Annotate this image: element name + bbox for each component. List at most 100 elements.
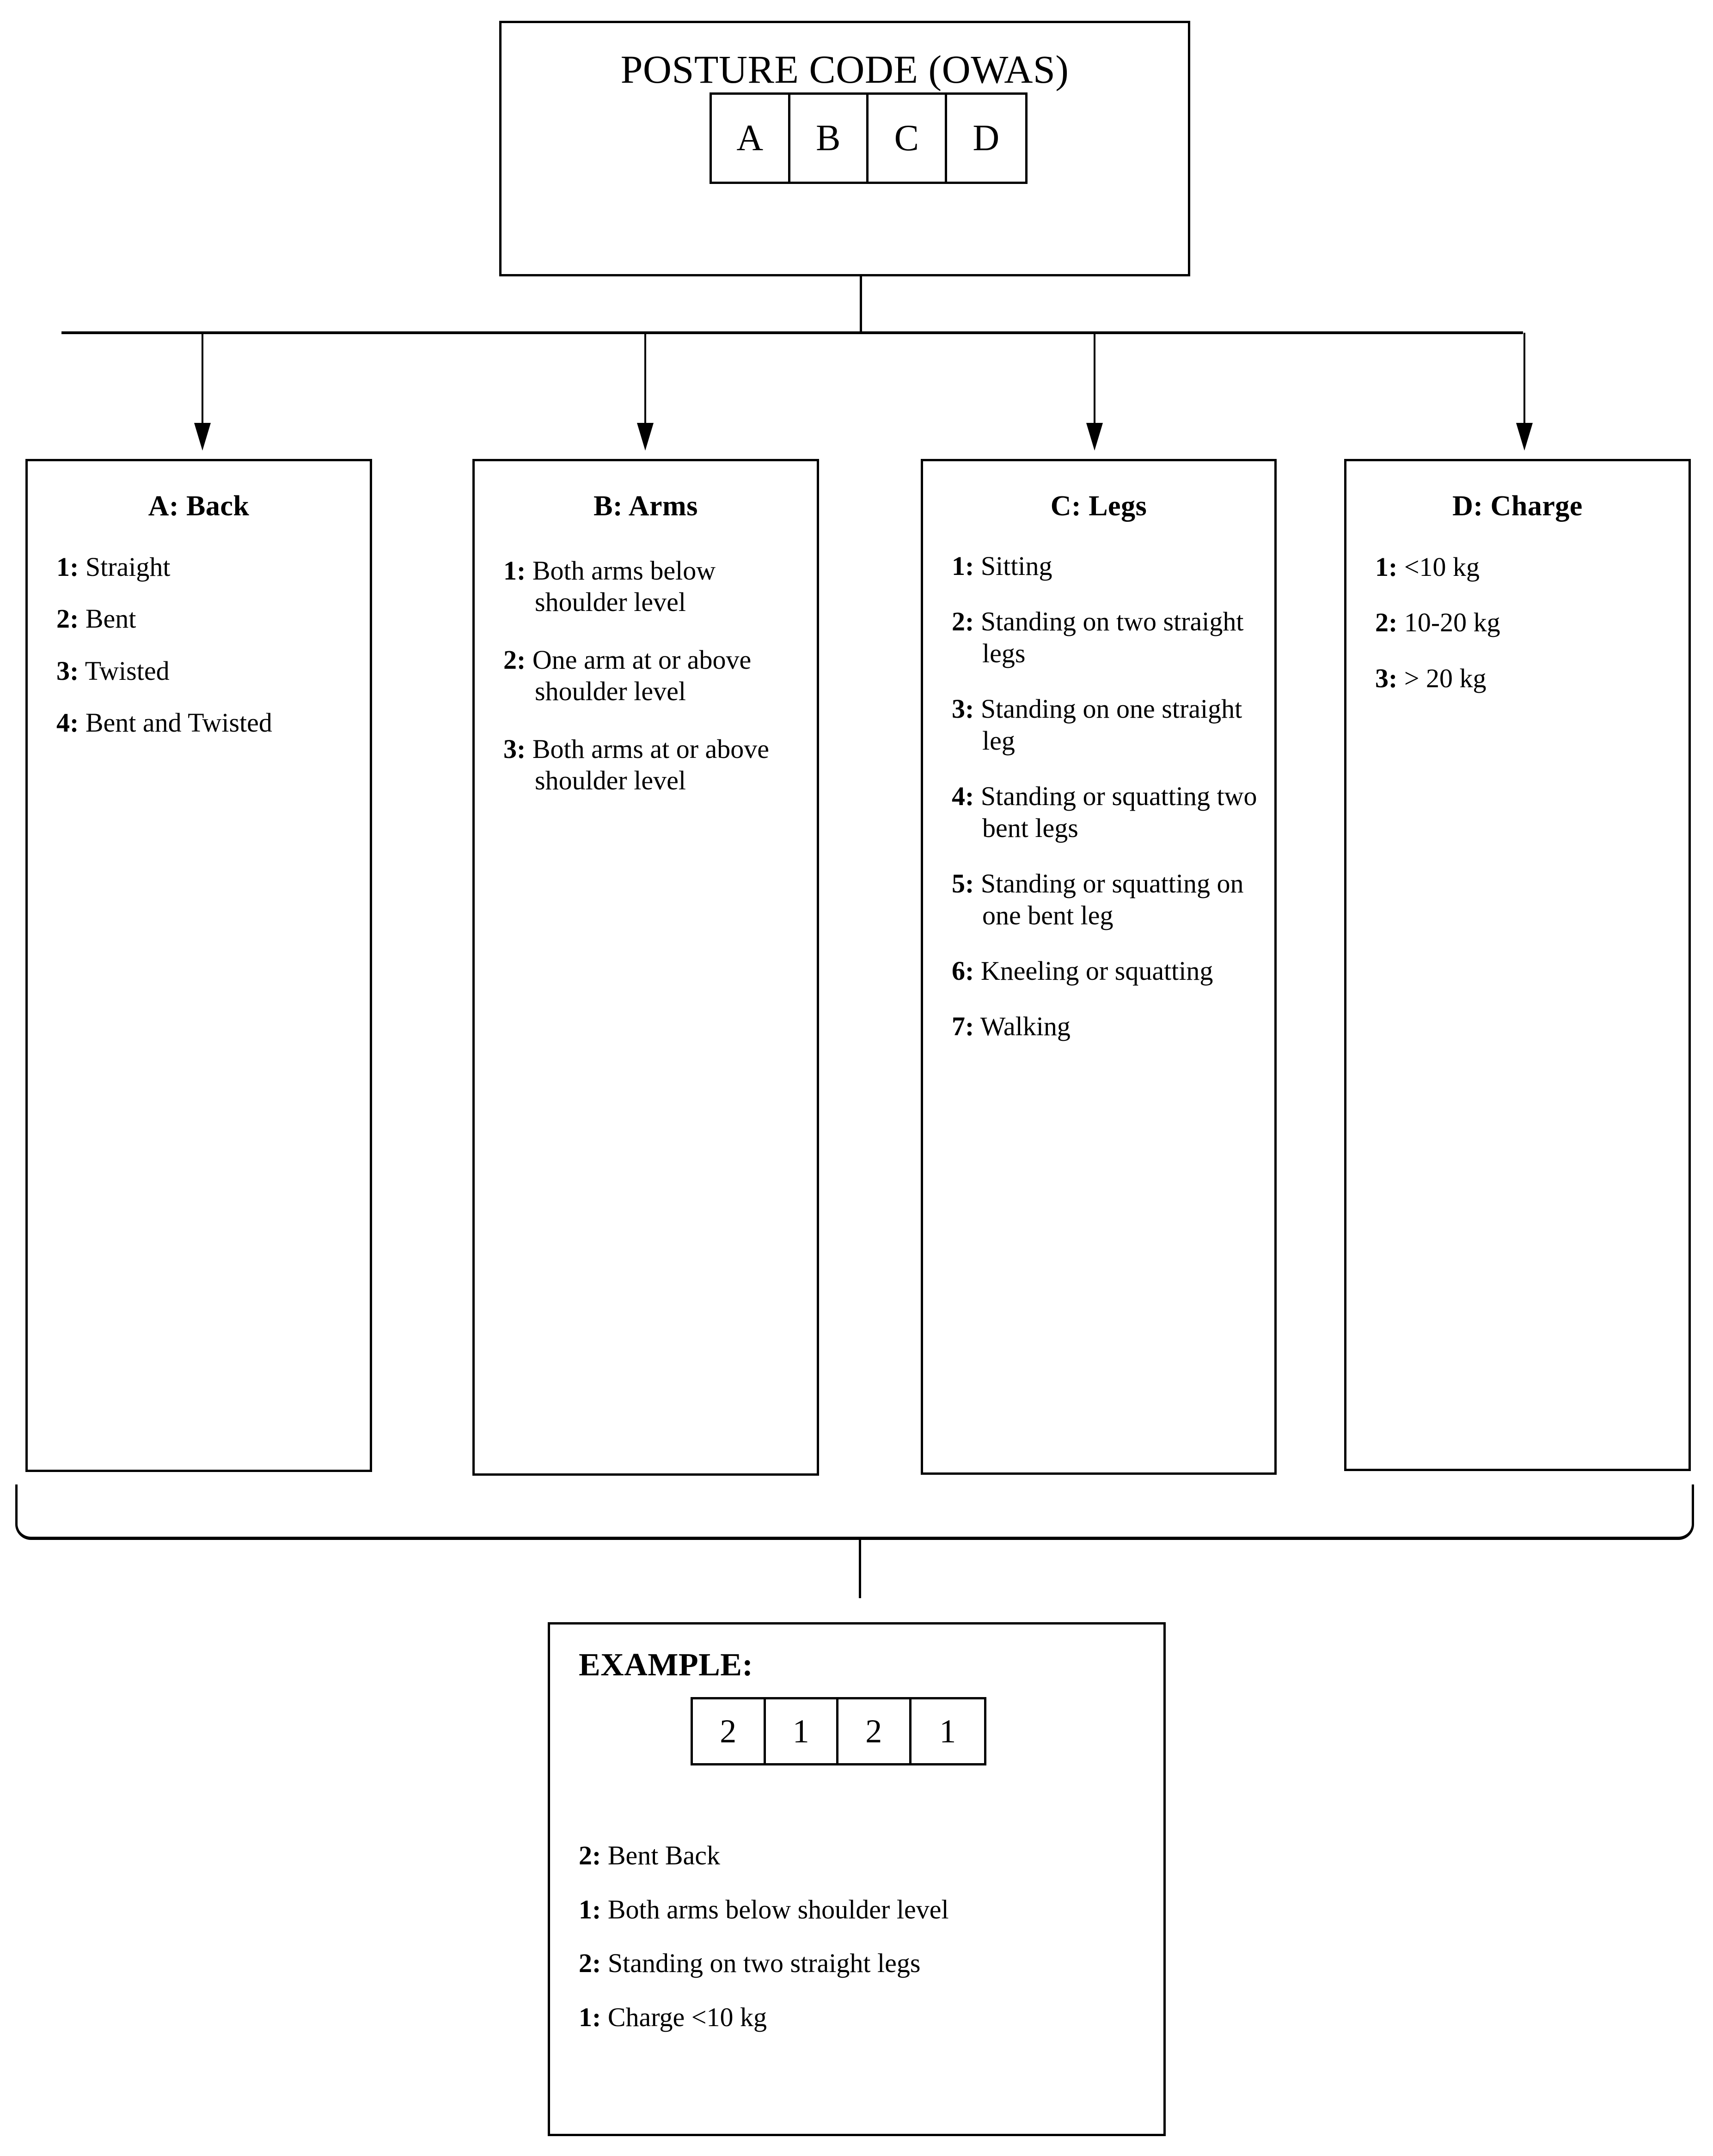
item-text: Both arms below shoulder level — [532, 556, 716, 617]
item-text: Twisted — [85, 655, 170, 686]
item-text: > 20 kg — [1404, 663, 1487, 693]
item-number: 3: — [503, 733, 526, 764]
item-text: Both arms at or above shoulder level — [532, 733, 770, 796]
page-title: POSTURE CODE (OWAS) — [620, 47, 1069, 92]
item-text: Both arms below shoulder level — [607, 1894, 949, 1924]
item-number: 2: — [503, 644, 526, 675]
item-text: Bent and Twisted — [85, 708, 272, 738]
list-item: 6: Kneeling or squatting — [952, 955, 1267, 987]
item-text: Sitting — [980, 551, 1052, 581]
item-number: 3: — [56, 655, 79, 686]
code-cell-b: B — [790, 95, 869, 182]
code-cell-a: A — [712, 95, 790, 182]
item-number: 1: — [579, 1894, 601, 1924]
item-number: 3: — [1375, 663, 1398, 693]
list-item: 1: Straight — [56, 551, 356, 583]
item-text: Standing or squatting two bent legs — [980, 781, 1257, 843]
arrow-head-b — [637, 423, 654, 451]
item-text: Standing on two straight legs — [980, 606, 1244, 668]
code-cell-c: C — [869, 95, 947, 182]
example-line-list: 2: Bent Back 1: Both arms below shoulder… — [579, 1840, 1150, 2056]
arrow-shaft-a — [202, 333, 203, 428]
item-text: Standing on one straight leg — [980, 694, 1242, 756]
code-cell-d: D — [973, 117, 1000, 159]
arrow-head-d — [1516, 423, 1533, 451]
item-number: 1: — [1375, 552, 1398, 582]
example-code-cell-c: 2 — [838, 1699, 912, 1763]
list-item: 4: Standing or squatting two bent legs — [952, 781, 1267, 844]
list-item: 2: One arm at or above shoulder level — [503, 644, 808, 708]
category-list-back: 1: Straight 2: Bent 3: Twisted 4: Bent a… — [28, 551, 370, 739]
arrow-shaft-d — [1523, 333, 1525, 428]
title-to-bar-connector — [860, 276, 862, 333]
item-number: 4: — [952, 781, 974, 812]
list-item: 3: > 20 kg — [1375, 663, 1679, 694]
item-number: 4: — [56, 708, 79, 738]
item-number: 3: — [952, 694, 974, 724]
arrow-head-a — [194, 423, 211, 451]
item-number: 2: — [579, 1840, 601, 1870]
item-text: Bent — [85, 604, 136, 634]
list-item: 3: Standing on one straight leg — [952, 693, 1267, 757]
list-item: 1: Both arms below shoulder level — [503, 555, 808, 618]
item-text: One arm at or above shoulder level — [532, 644, 752, 707]
arrow-shaft-b — [644, 333, 646, 428]
list-item: 5: Standing or squatting on one bent leg — [952, 868, 1267, 931]
category-box-arms: B: Arms 1: Both arms below shoulder leve… — [472, 459, 819, 1476]
item-number: 6: — [952, 955, 974, 986]
item-number: 5: — [952, 868, 974, 899]
category-title-charge: D: Charge — [1452, 490, 1583, 522]
category-title-back: A: Back — [148, 490, 250, 522]
list-item: 2: Bent — [56, 603, 356, 635]
item-text: Walking — [980, 1011, 1071, 1042]
item-number: 2: — [952, 606, 974, 637]
item-text: Standing on two straight legs — [607, 1948, 921, 1979]
category-title-legs: C: Legs — [1050, 490, 1147, 522]
example-code-cell-b: 1 — [766, 1699, 838, 1763]
category-box-back: A: Back 1: Straight 2: Bent 3: Twisted 4… — [25, 459, 372, 1472]
arrow-shaft-c — [1094, 333, 1095, 428]
list-item: 4: Bent and Twisted — [56, 707, 356, 739]
category-list-legs: 1: Sitting 2: Standing on two straight l… — [923, 550, 1274, 1043]
item-text: Charge <10 kg — [607, 2002, 767, 2033]
item-number: 1: — [952, 551, 974, 581]
item-number: 1: — [503, 556, 526, 586]
list-item: 1: Charge <10 kg — [579, 2002, 1150, 2033]
item-number: 1: — [579, 2002, 601, 2033]
category-title-arms: B: Arms — [593, 490, 698, 522]
list-item: 3: Twisted — [56, 655, 356, 687]
distribution-bar — [61, 331, 1523, 334]
bottom-bracket-connector — [15, 1484, 1694, 1540]
category-box-legs: C: Legs 1: Sitting 2: Standing on two st… — [921, 459, 1277, 1475]
item-text: Kneeling or squatting — [980, 955, 1213, 986]
list-item: 1: Both arms below shoulder level — [579, 1894, 1150, 1925]
example-code-cell-a: 2 — [693, 1699, 766, 1763]
arrow-head-c — [1086, 423, 1103, 451]
category-list-arms: 1: Both arms below shoulder level 2: One… — [475, 555, 817, 797]
list-item: 2: 10-20 kg — [1375, 607, 1679, 638]
item-number: 1: — [56, 552, 79, 582]
category-box-charge: D: Charge 1: <10 kg 2: 10-20 kg 3: > 20 … — [1344, 459, 1691, 1471]
bracket-to-example-connector — [859, 1539, 861, 1598]
example-code-cells-table: 2 1 2 1 — [691, 1697, 986, 1765]
item-text: Bent Back — [607, 1840, 721, 1870]
posture-code-title-box: POSTURE CODE (OWAS) — [499, 21, 1190, 276]
item-text: Straight — [85, 552, 171, 582]
example-code-cell-d: 1 — [939, 1712, 956, 1750]
list-item: 2: Standing on two straight legs — [579, 1948, 1150, 1979]
list-item: 2: Standing on two straight legs — [952, 606, 1267, 669]
item-text: 10-20 kg — [1404, 607, 1500, 638]
item-number: 7: — [952, 1011, 974, 1042]
item-number: 2: — [579, 1948, 601, 1979]
list-item: 3: Both arms at or above shoulder level — [503, 733, 808, 797]
item-text: Standing or squatting on one bent leg — [980, 868, 1244, 930]
list-item: 7: Walking — [952, 1011, 1267, 1042]
item-number: 2: — [56, 604, 79, 634]
item-text: <10 kg — [1404, 552, 1480, 582]
example-title: EXAMPLE: — [579, 1647, 753, 1683]
list-item: 1: <10 kg — [1375, 551, 1679, 583]
posture-code-cells-table: A B C D — [710, 92, 1028, 184]
item-number: 2: — [1375, 607, 1398, 638]
category-list-charge: 1: <10 kg 2: 10-20 kg 3: > 20 kg — [1346, 551, 1689, 694]
